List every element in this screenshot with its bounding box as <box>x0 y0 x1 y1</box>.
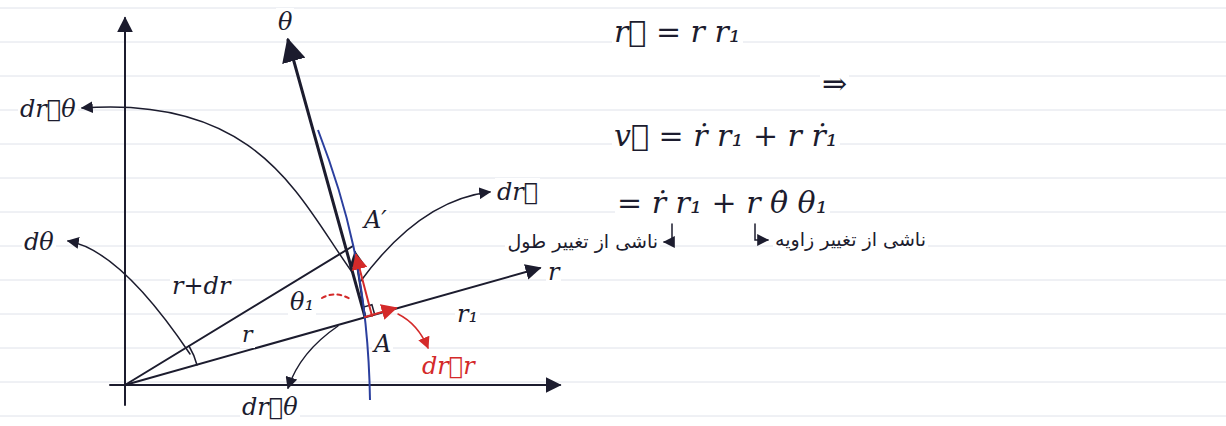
equation: r⃗ = r r₁ <box>612 14 743 50</box>
point-label: A′ <box>362 206 389 235</box>
dr-theta-component <box>356 255 372 316</box>
vector-label: dr⃗θ <box>240 393 300 422</box>
length-label: r+dr <box>170 272 232 301</box>
unit-vector-label: θ₁ <box>288 288 316 317</box>
theta-unit-mark <box>322 294 352 300</box>
vector-label: dr⃗ <box>495 178 540 207</box>
dtheta-arc <box>189 346 197 365</box>
unit-vector-label: r₁ <box>455 300 480 329</box>
equation: v⃗ = ṙ r₁ + r ṙ₁ <box>612 118 840 154</box>
theta-direction <box>288 40 365 317</box>
vector-label: dr⃗r <box>420 352 477 381</box>
dr-r-leader <box>398 314 428 348</box>
vector-label: dr⃗θ <box>18 95 78 124</box>
axis-label: r <box>546 258 561 287</box>
x-axis <box>110 384 560 386</box>
axis-label: θ <box>276 8 294 37</box>
radius-plus-dr-line <box>125 246 353 385</box>
dr-r-component <box>365 308 396 317</box>
implies-sign: ⇒ <box>820 66 849 102</box>
angle-label: dθ <box>22 228 56 257</box>
note: ناشی از تغییر زاویه <box>773 228 928 251</box>
term-hook <box>664 224 672 242</box>
trajectory-arc <box>318 130 370 400</box>
term-hook <box>755 224 768 240</box>
radius-line <box>125 268 540 385</box>
y-axis <box>124 18 126 405</box>
dr-theta-leader <box>82 107 352 272</box>
ruled-lines <box>0 8 1226 416</box>
note: ناشی از تغییر طول <box>505 230 660 253</box>
dr-leader <box>360 192 490 282</box>
point-label: A <box>372 330 393 359</box>
equation: = ṙ r₁ + r θ̇ θ₁ <box>615 185 830 221</box>
length-label: r <box>240 322 255 348</box>
dr-theta-leader <box>288 326 338 388</box>
